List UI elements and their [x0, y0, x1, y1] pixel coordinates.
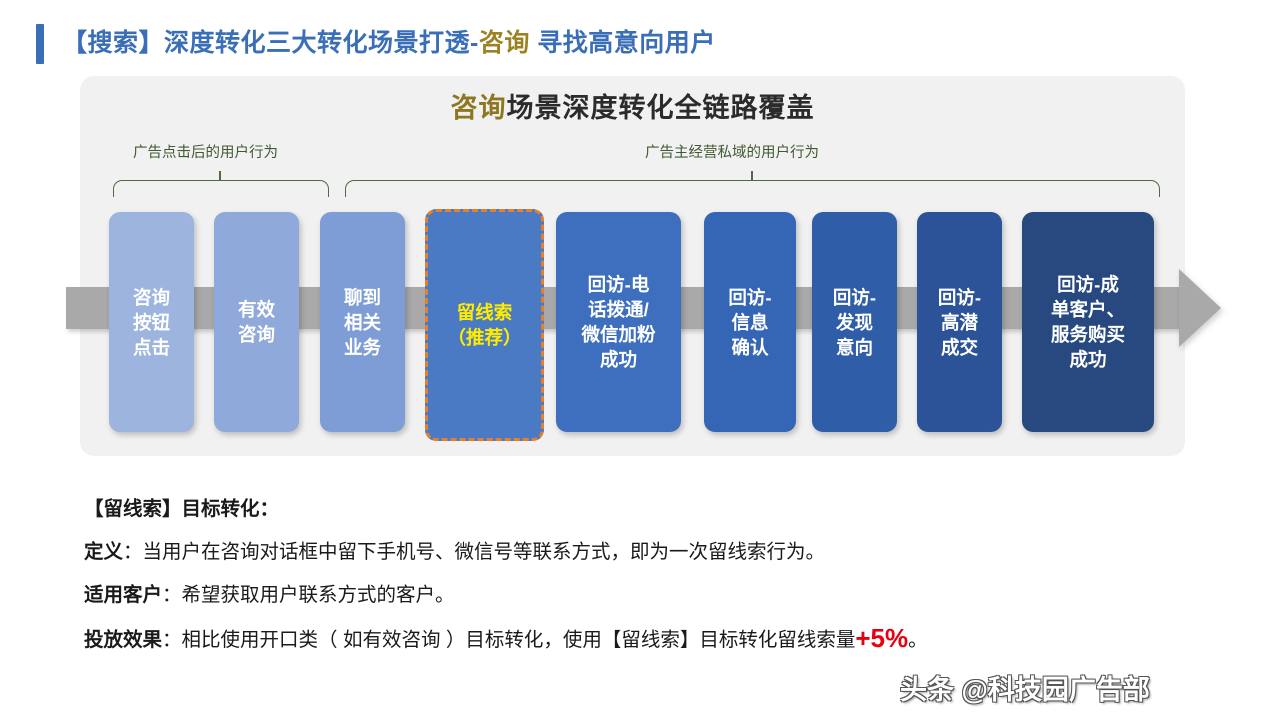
stage-box-2[interactable]: 有效 咨询: [214, 212, 299, 432]
stage-label-4: 留线索 （推荐）: [447, 302, 522, 348]
note-row-4: 投放效果：相比使用开口类（ 如有效咨询 ）目标转化，使用【留线索】目标转化留线索…: [84, 617, 1204, 662]
stage-label-1: 咨询 按钮 点击: [132, 286, 170, 358]
card-heading-highlight: 咨询: [450, 93, 507, 123]
stage-label-6: 回访- 信息 确认: [728, 286, 772, 358]
stage-label-8: 回访- 高潜 成交: [937, 286, 982, 358]
group-bracket-right-label: 广告主经营私域的用户行为: [645, 145, 819, 161]
flow-arrow-head: [1179, 269, 1221, 347]
note-sep-1: ：: [259, 498, 280, 520]
card-heading: 咨询场景深度转化全链路覆盖: [80, 86, 1185, 125]
group-bracket-left-label: 广告点击后的用户行为: [133, 145, 278, 161]
card-heading-rest: 场景深度转化全链路覆盖: [506, 93, 815, 123]
note-row-3: 适用客户：希望获取用户联系方式的客户。: [84, 574, 1204, 617]
group-bracket-right: [345, 180, 1160, 197]
note-head-3: 适用客户: [84, 584, 163, 606]
page-title-suffix: 寻找高意向用户: [529, 29, 716, 57]
note-row-2: 定义：当用户在咨询对话框中留下手机号、微信号等联系方式，即为一次留线索行为。: [84, 531, 1204, 574]
stage-label-3: 聊到 相关 业务: [343, 286, 381, 358]
watermark: 头条 @科技园广告部: [900, 675, 1150, 705]
stage-box-9[interactable]: 回访-成 单客户、 服务购买 成功: [1022, 212, 1154, 432]
stage-box-4-recommended[interactable]: 留线索 （推荐）: [425, 209, 544, 441]
note-head-4: 投放效果: [84, 629, 163, 651]
note-tail-4: 。: [908, 629, 928, 651]
note-row-1: 【留线索】目标转化：: [84, 488, 1204, 531]
group-bracket-left-stem: [219, 171, 221, 180]
note-head-1: 【留线索】目标转化: [84, 498, 260, 520]
stage-box-7[interactable]: 回访- 发现 意向: [812, 212, 897, 432]
stage-label-7: 回访- 发现 意向: [832, 286, 877, 358]
stage-box-1[interactable]: 咨询 按钮 点击: [109, 212, 194, 432]
stage-box-8[interactable]: 回访- 高潜 成交: [917, 212, 1002, 432]
page-title-bar: 【搜索】深度转化三大转化场景打透-咨询 寻找高意向用户: [36, 22, 1246, 64]
notes-section: 【留线索】目标转化： 定义：当用户在咨询对话框中留下手机号、微信号等联系方式，即…: [84, 488, 1204, 662]
note-body-3: 希望获取用户联系方式的客户。: [181, 584, 455, 606]
page-title-prefix: 【搜索】深度转化三大转化场景打透-: [62, 29, 479, 57]
stage-label-5: 回访-电 话拨通/ 微信加粉 成功: [581, 274, 656, 370]
note-head-2: 定义: [84, 541, 124, 563]
group-bracket-left: [113, 180, 329, 197]
group-bracket-right-stem: [751, 171, 753, 180]
stage-box-3[interactable]: 聊到 相关 业务: [320, 212, 405, 432]
title-accent-bar: [36, 24, 44, 64]
stage-box-5[interactable]: 回访-电 话拨通/ 微信加粉 成功: [556, 212, 681, 432]
note-sep-2: ：: [123, 541, 143, 563]
page-title-highlight: 咨询: [478, 29, 530, 57]
note-sep-4: ：: [162, 629, 182, 651]
note-emphasis-4: +5%: [855, 623, 909, 653]
stage-label-9: 回访-成 单客户、 服务购买 成功: [1050, 274, 1125, 370]
note-sep-3: ：: [162, 584, 182, 606]
note-body-4: 相比使用开口类（ 如有效咨询 ）目标转化，使用【留线索】目标转化留线索量: [181, 629, 856, 651]
note-body-2: 当用户在咨询对话框中留下手机号、微信号等联系方式，即为一次留线索行为。: [142, 541, 826, 563]
page-title: 【搜索】深度转化三大转化场景打透-咨询 寻找高意向用户: [62, 22, 716, 64]
stage-label-2: 有效 咨询: [237, 299, 275, 345]
stage-box-6[interactable]: 回访- 信息 确认: [704, 212, 796, 432]
